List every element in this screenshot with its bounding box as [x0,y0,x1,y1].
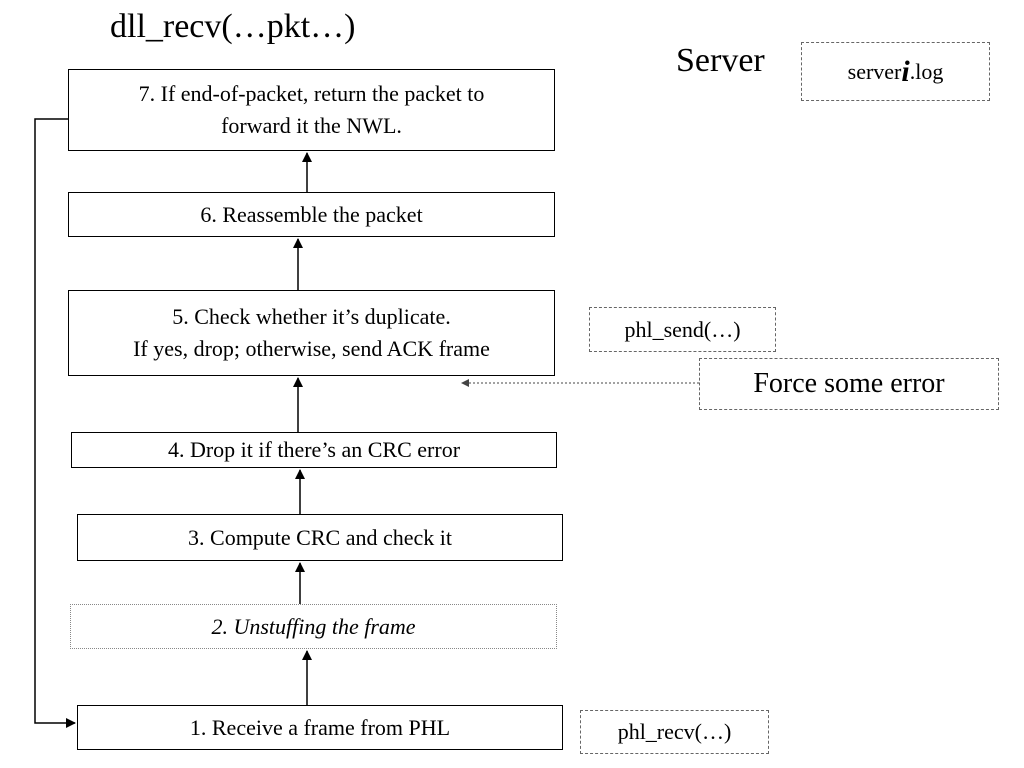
step-7-line1: 7. If end-of-packet, return the packet t… [138,81,485,106]
phl-recv-tag: phl_recv(…) [580,710,769,754]
step-3-label: 3. Compute CRC and check it [188,524,452,550]
step-6-label: 6. Reassemble the packet [200,201,423,227]
step-5-box: 5. Check whether it’s duplicate. If yes,… [68,290,555,376]
step-5-line2: If yes, drop; otherwise, send ACK frame [133,336,490,361]
log-prefix: server [847,58,902,84]
step-2-label: 2. Unstuffing the frame [211,613,416,639]
server-label: Server [676,42,765,79]
step-1-box: 1. Receive a frame from PHL [77,705,563,750]
step-7-box: 7. If end-of-packet, return the packet t… [68,69,555,151]
log-var: i [901,54,910,88]
step-5-line1: 5. Check whether it’s duplicate. [172,304,451,329]
step-4-box: 4. Drop it if there’s an CRC error [71,432,557,468]
step-3-box: 3. Compute CRC and check it [77,514,563,561]
log-suffix: .log [909,58,944,84]
loop-arrow-7-to-1 [34,118,76,728]
force-error-tag: Force some error [699,358,999,410]
step-7-line2: forward it the NWL. [221,113,402,138]
step-1-label: 1. Receive a frame from PHL [189,714,451,740]
step-2-box: 2. Unstuffing the frame [70,604,557,649]
phl-send-tag: phl_send(…) [589,307,776,352]
step-6-box: 6. Reassemble the packet [68,192,555,237]
diagram-title: dll_recv(…pkt…) [110,8,356,45]
step-4-label: 4. Drop it if there’s an CRC error [167,437,461,462]
